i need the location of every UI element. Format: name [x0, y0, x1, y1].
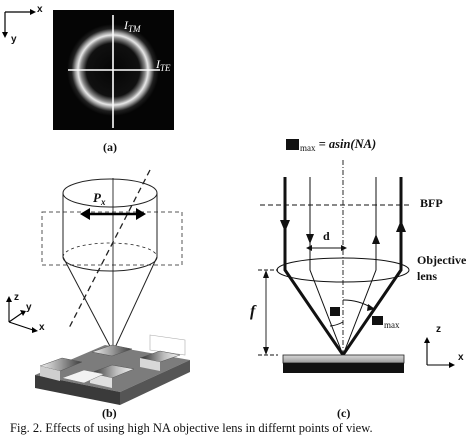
px-label: Px [93, 190, 106, 207]
panel-c-axes [424, 337, 455, 368]
panel-b-axis-x-label: x [39, 322, 45, 333]
panel-c-drawing [258, 139, 410, 373]
panel-b-axis-z-label: z [14, 292, 19, 303]
i-tm-label: ITM [124, 18, 141, 34]
panel-a-axis-y-label: y [11, 34, 17, 45]
theta-max-label: max [384, 320, 400, 330]
psf-image [53, 10, 174, 130]
d-label: d [323, 229, 330, 243]
figure-caption: Fig. 2. Effects of using high NA objecti… [10, 421, 373, 435]
objective-label: Objective lens [417, 253, 467, 283]
surface-pattern [35, 344, 190, 405]
panel-b-axes [6, 296, 38, 333]
bfp-label: BFP [420, 196, 443, 210]
panel-a-axes [2, 9, 36, 38]
theta-max-equation: max = asin(NA) [300, 137, 377, 153]
panel-a-label: (a) [103, 140, 117, 154]
panel-a-axis-x-label: x [37, 4, 43, 15]
f-label: f [250, 303, 256, 320]
panel-c-axis-z-label: z [436, 324, 441, 335]
i-te-label: ITE [156, 57, 171, 73]
panel-b-axis-y-label: y [26, 302, 32, 313]
panel-b-drawing [41, 169, 186, 356]
panel-c-label: (c) [337, 406, 351, 420]
panel-b-label: (b) [102, 406, 117, 420]
panel-c-axis-x-label: x [458, 352, 464, 363]
